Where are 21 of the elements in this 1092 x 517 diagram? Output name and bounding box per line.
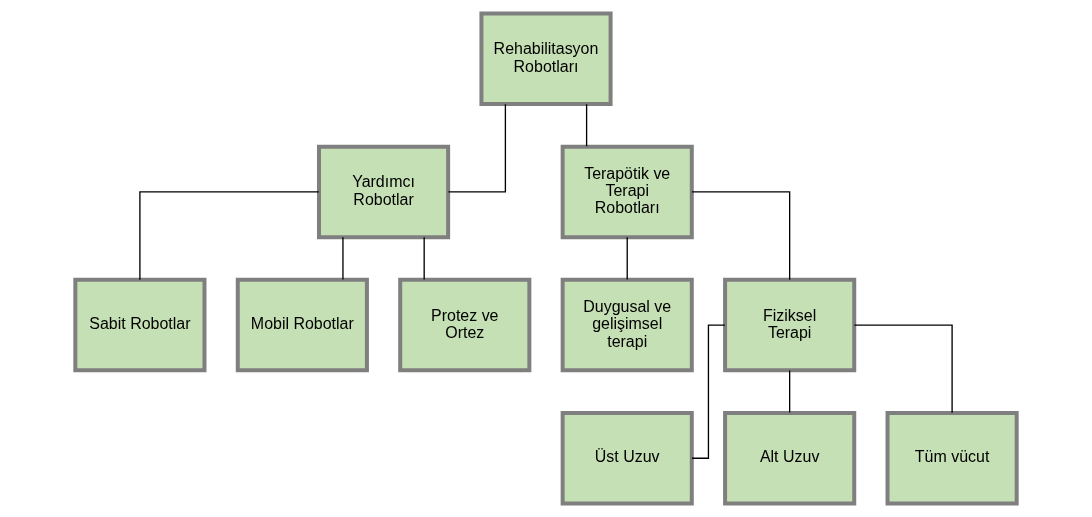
connector xyxy=(585,103,588,147)
connector xyxy=(691,191,791,281)
node-box: Alt Uzuv xyxy=(723,410,857,506)
node-box: Terapötik ve Terapi Robotları xyxy=(560,144,694,240)
connector xyxy=(423,236,425,281)
node-box: Protez ve Ortez xyxy=(398,277,532,373)
node-box: Sabit Robotlar xyxy=(73,277,207,373)
connector xyxy=(342,236,344,281)
connector xyxy=(447,103,507,193)
node-box: Tüm vücut xyxy=(885,410,1019,506)
connector xyxy=(853,324,953,414)
connector xyxy=(789,369,791,414)
connector xyxy=(691,324,726,459)
node-box: Üst Uzuv xyxy=(560,410,694,506)
node-box: Mobil Robotlar xyxy=(235,277,369,373)
connector xyxy=(626,236,628,281)
node-box: Yardımcı Robotlar xyxy=(317,144,451,240)
connector xyxy=(139,191,320,281)
node-box: Rehabilitasyon Robotları xyxy=(479,11,613,107)
node-box: Duygusal ve gelişimsel terapi xyxy=(560,277,694,373)
node-box: Fiziksel Terapi xyxy=(723,277,857,373)
